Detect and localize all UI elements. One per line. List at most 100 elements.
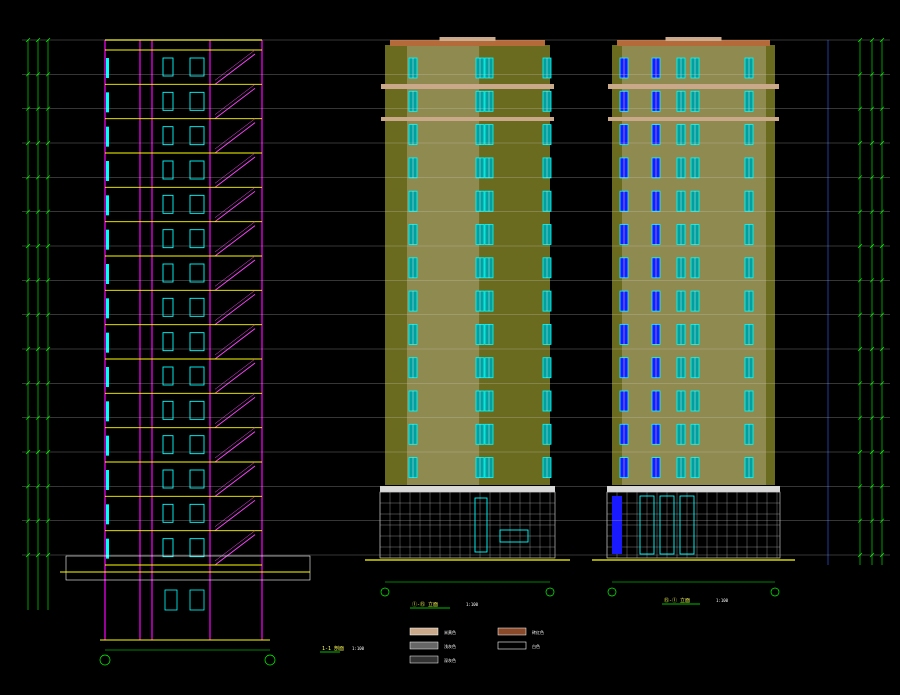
roof-parapet <box>617 40 770 46</box>
stair-flight <box>214 362 256 394</box>
axis-bubble <box>545 587 555 597</box>
stair-flight <box>214 358 256 390</box>
section-window <box>162 229 174 249</box>
back-elevation <box>592 37 795 597</box>
podium-grid <box>606 491 781 559</box>
stair-flight <box>214 290 256 321</box>
legend-text-3: 白色 <box>532 643 540 649</box>
section-window <box>162 263 174 283</box>
roof-cap <box>439 37 496 41</box>
section-window <box>189 332 205 352</box>
legend-swatch-2 <box>409 641 439 650</box>
podium-grid <box>379 491 556 559</box>
section-window <box>189 503 205 523</box>
section-glazing-mark <box>106 332 109 353</box>
axis-bubble <box>770 587 780 597</box>
entrance-door <box>474 497 488 553</box>
roof-parapet <box>390 40 545 46</box>
cornice-band <box>381 84 554 89</box>
stair-flight <box>214 84 256 115</box>
legend-swatch-1 <box>497 627 527 636</box>
legend-text-1: 砖红色 <box>532 629 544 635</box>
section-window <box>189 194 205 214</box>
section-window <box>162 469 174 489</box>
section-window <box>162 194 174 214</box>
section-window <box>162 332 174 352</box>
legend-swatch-4 <box>409 655 439 664</box>
stair-flight <box>214 118 256 150</box>
stair-flight <box>214 221 256 253</box>
section-glazing-mark <box>106 92 109 113</box>
stair-flight <box>214 190 256 223</box>
section-window <box>189 366 205 386</box>
section-glazing-mark <box>106 367 109 387</box>
axis-bubble <box>99 654 111 666</box>
basement-window <box>164 589 178 611</box>
legend-text-2: 浅灰色 <box>444 643 456 649</box>
podium-canopy <box>380 486 555 492</box>
front-elevation <box>365 37 570 597</box>
entrance-door <box>639 495 655 555</box>
section-glazing-mark <box>106 264 109 284</box>
cornice-band <box>608 84 779 89</box>
stair-flight <box>214 156 256 188</box>
section-window <box>162 435 174 455</box>
stair-flight <box>214 122 256 154</box>
podium-canopy <box>607 486 780 492</box>
section-window <box>162 297 174 317</box>
stair-flight <box>214 324 256 356</box>
section-window <box>189 57 205 77</box>
section-window <box>189 160 205 180</box>
legend-swatch-0 <box>409 627 439 636</box>
section-glazing-mark <box>106 538 109 559</box>
section-glazing-mark <box>106 470 109 490</box>
stair-flight <box>214 461 256 493</box>
view-title-section: 1-1 剖面 1:100 <box>320 645 365 653</box>
glass-panel <box>612 496 622 554</box>
section-glazing-mark <box>106 229 109 250</box>
section-window <box>189 400 205 420</box>
stair-flight <box>214 87 256 120</box>
section-window <box>189 229 205 249</box>
cornice-band <box>608 117 779 121</box>
section-window <box>189 263 205 283</box>
section-window <box>189 126 205 146</box>
legend-text-0: 米黄色 <box>444 629 456 635</box>
axis-bubble <box>264 654 276 666</box>
floor-reference-lines <box>22 39 890 556</box>
stair-flight <box>214 187 256 218</box>
section-drawing <box>60 39 311 666</box>
stair-flight <box>214 396 256 429</box>
stair-flight <box>214 496 256 527</box>
entrance-door <box>659 495 675 555</box>
svg-text:1:100: 1:100 <box>716 598 729 603</box>
axis-bubble <box>380 587 390 597</box>
legend-text-4: 深灰色 <box>444 657 456 663</box>
stair-flight <box>214 259 256 291</box>
section-window <box>189 538 205 558</box>
stair-flight <box>214 534 256 566</box>
stair-flight <box>214 393 256 424</box>
section-window <box>162 538 174 558</box>
svg-text:1:100: 1:100 <box>466 602 479 607</box>
section-window <box>162 503 174 523</box>
section-glazing-mark <box>106 126 109 147</box>
stair-flight <box>214 293 256 326</box>
section-glazing-mark <box>106 58 109 78</box>
stair-flight <box>214 225 256 257</box>
svg-text:1:100: 1:100 <box>352 646 365 651</box>
view-title-back: ⑮-① 立面 1:100 <box>662 597 729 605</box>
section-window <box>162 91 174 111</box>
stair-flight <box>214 53 256 85</box>
section-window <box>162 57 174 77</box>
section-glazing-mark <box>106 161 109 181</box>
stair-flight <box>214 255 256 287</box>
stair-flight <box>214 499 256 532</box>
entrance-door <box>679 495 695 555</box>
section-window <box>189 435 205 455</box>
axis-bubble <box>607 587 617 597</box>
section-glazing-mark <box>106 435 109 456</box>
section-window <box>189 469 205 489</box>
section-glazing-mark <box>106 401 109 422</box>
svg-text:⑮-① 立面: ⑮-① 立面 <box>664 597 690 604</box>
